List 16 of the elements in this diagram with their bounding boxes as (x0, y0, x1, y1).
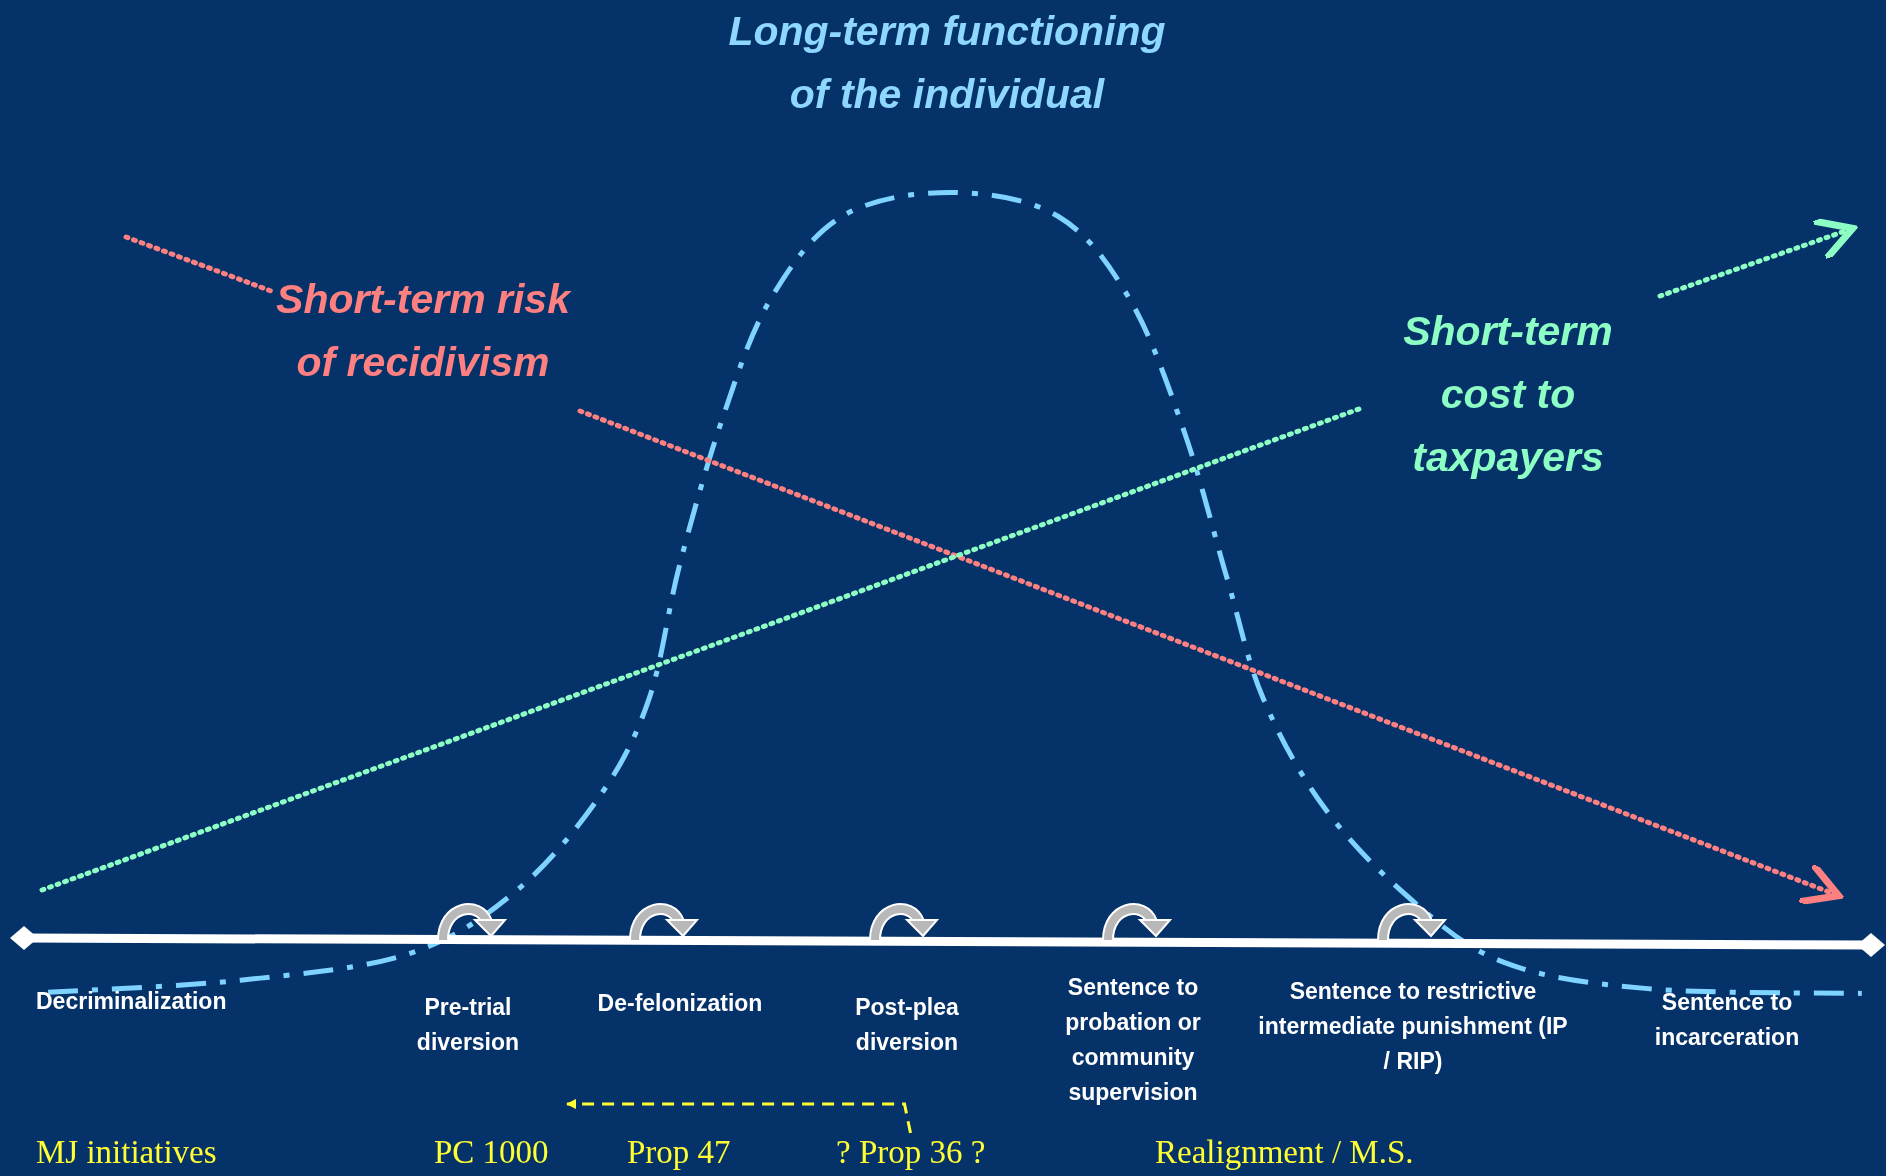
axis-category-label: Sentence to restrictive intermediate punishment (IP / RIP) (1258, 977, 1568, 1076)
initiative-label: ? Prop 36 ? (836, 1133, 986, 1171)
axis-category-label: De-felonization (596, 989, 764, 1018)
initiative-label: MJ initiatives (36, 1133, 217, 1171)
initiative-label: Realignment / M.S. (1155, 1133, 1414, 1171)
curve-label: Short-term risk of recidivism (275, 275, 573, 387)
initiative-label: Prop 47 (627, 1133, 731, 1171)
axis-category-label: Sentence to incarceration (1653, 988, 1801, 1052)
axis-category-label: Pre-trial diversion (415, 993, 521, 1057)
axis-category-label: Decriminalization (36, 987, 228, 1016)
axis-category-label: Sentence to probation or community supervision (1064, 973, 1202, 1107)
dashed-arrow (566, 1099, 912, 1134)
axis-category-label: Post-plea diversion (854, 993, 960, 1057)
initiative-label: PC 1000 (434, 1133, 549, 1171)
curve-label: Long-term functioning of the individual (727, 7, 1167, 119)
curve-label: Short-term cost to taxpayers (1402, 307, 1614, 482)
